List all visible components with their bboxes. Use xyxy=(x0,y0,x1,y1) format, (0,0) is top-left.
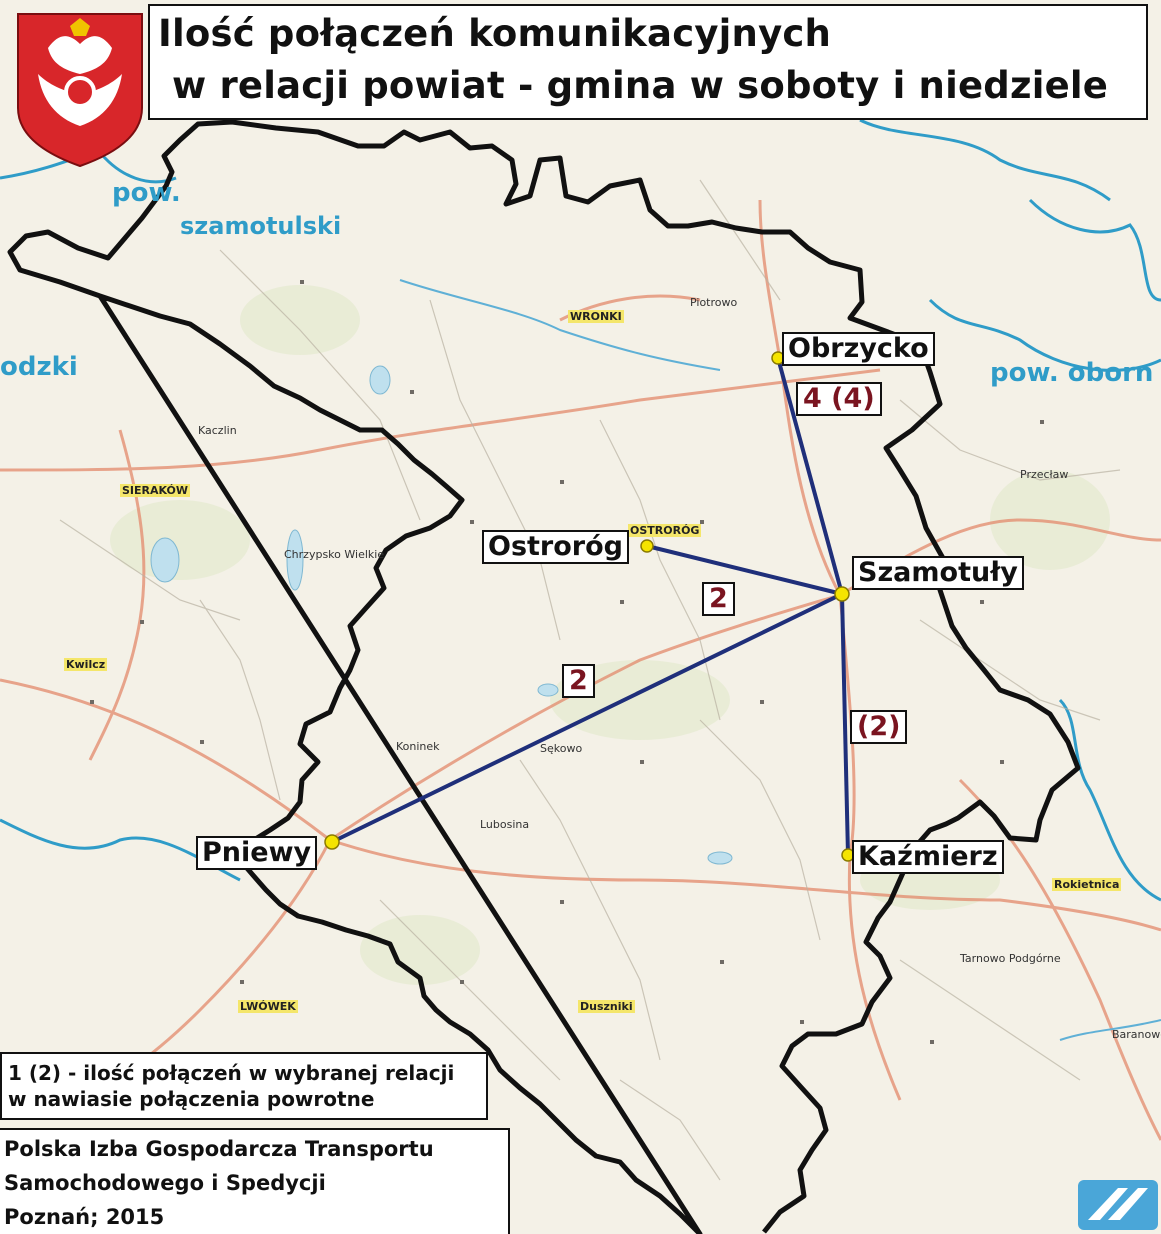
town-rokietnica: Rokietnica xyxy=(1052,878,1122,891)
count-pniewy: 2 xyxy=(562,664,595,698)
town-lwowek: LWÓWEK xyxy=(238,1000,298,1013)
land-patches xyxy=(110,285,1110,985)
credits: Polska Izba Gospodarcza Transportu Samoc… xyxy=(0,1128,510,1234)
town-sierakow: SIERAKÓW xyxy=(120,484,191,497)
region-label-left: odzki xyxy=(0,352,78,382)
town-wronki: WRONKI xyxy=(568,310,624,323)
route-obrzycko-szamotuly xyxy=(776,357,844,595)
town-kaczlin: Kaczlin xyxy=(198,424,237,437)
city-label-pniewy: Pniewy xyxy=(196,836,318,870)
route-pniewy-szamotuly xyxy=(331,592,843,844)
town-piotrowo: Piotrowo xyxy=(690,296,738,309)
count-obrzycko: 4 (4) xyxy=(796,382,882,416)
node-ostrorog xyxy=(640,539,654,553)
legend: 1 (2) - ilość połączeń w wybranej relacj… xyxy=(0,1052,488,1120)
node-szamotuly xyxy=(834,586,850,602)
city-label-szamotuly: Szamotuły xyxy=(852,556,1024,590)
title-line-2: w relacji powiat - gmina w soboty i nied… xyxy=(172,64,1109,107)
legend-line-1: 1 (2) - ilość połączeń w wybranej relacj… xyxy=(8,1061,455,1085)
rivers xyxy=(399,279,1161,1041)
map-title: Ilość połączeń komunikacyjnych w relacji… xyxy=(148,4,1148,120)
connection-routes xyxy=(331,357,850,856)
lakes xyxy=(150,365,733,865)
town-lubosina: Lubosina xyxy=(480,818,530,831)
town-sekowo: Sękowo xyxy=(540,742,583,755)
route-kazmierz-szamotuly xyxy=(840,593,850,856)
town-duszniki: Duszniki xyxy=(578,1000,635,1013)
region-label-szamotulski: szamotulski xyxy=(180,212,342,240)
town-przeclaw: Przecław xyxy=(1020,468,1069,481)
legend-line-2: w nawiasie połączenia powrotne xyxy=(8,1087,375,1111)
pigtsis-logo xyxy=(1078,1180,1158,1230)
credits-line-2: Samochodowego i Spedycji xyxy=(4,1171,326,1195)
settlement-dots xyxy=(90,280,1044,1044)
credits-line-3: Poznań; 2015 xyxy=(4,1205,165,1229)
region-label-pow: pow. xyxy=(112,178,181,208)
region-label-right: pow. oborn xyxy=(990,358,1154,388)
minor-roads xyxy=(59,179,1121,1181)
route-ostrorog-szamotuly xyxy=(646,544,843,596)
credits-line-1: Polska Izba Gospodarcza Transportu xyxy=(4,1137,434,1161)
city-label-ostrorog: Ostroróg xyxy=(482,530,629,564)
town-baranowo: Baranowo xyxy=(1112,1028,1161,1041)
town-koninek: Koninek xyxy=(396,740,440,753)
town-ostrorog-small: OSTRORÓG xyxy=(628,524,702,537)
title-line-1: Ilość połączeń komunikacyjnych xyxy=(158,12,832,55)
count-kazmierz: (2) xyxy=(850,710,908,744)
town-chrzypsko: Chrzypsko Wielkie xyxy=(284,548,385,561)
coat-of-arms xyxy=(17,13,143,168)
town-tarnowo: Tarnowo Podgórne xyxy=(960,952,1061,965)
city-label-obrzycko: Obrzycko xyxy=(782,332,935,366)
count-ostrorog: 2 xyxy=(702,582,735,616)
city-label-kazmierz: Kaźmierz xyxy=(852,840,1004,874)
town-kwilcz: Kwilcz xyxy=(64,658,108,671)
city-nodes xyxy=(324,351,855,862)
node-pniewy xyxy=(324,834,340,850)
